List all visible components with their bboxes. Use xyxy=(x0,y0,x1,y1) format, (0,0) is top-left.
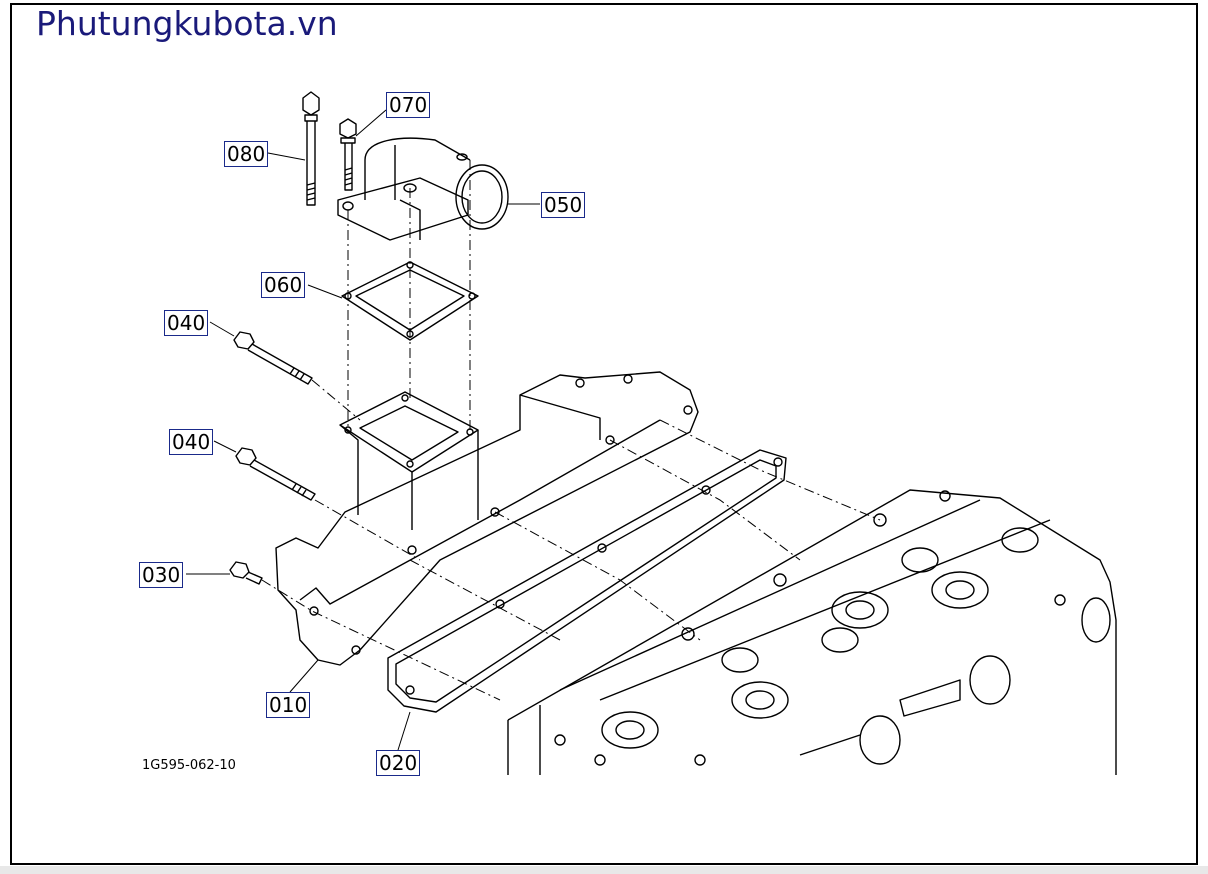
callout-080[interactable]: 080 xyxy=(224,141,269,167)
water-manifold-010 xyxy=(275,371,699,666)
bottom-strip xyxy=(0,866,1208,874)
bolt-030 xyxy=(229,561,263,585)
manifold-gasket-020 xyxy=(387,449,787,713)
bolt-040-upper xyxy=(233,331,313,385)
callout-030[interactable]: 030 xyxy=(139,562,184,588)
drawing-code: 1G595-062-10 xyxy=(142,758,236,773)
leader-lines xyxy=(186,109,540,751)
callout-010[interactable]: 010 xyxy=(266,692,311,718)
assembly-center-lines xyxy=(261,160,881,701)
bolt-070 xyxy=(339,118,357,191)
thermostat-housing-050 xyxy=(337,137,509,241)
bolt-040-lower xyxy=(235,447,316,501)
callout-040-upper[interactable]: 040 xyxy=(164,310,209,336)
callout-020[interactable]: 020 xyxy=(376,750,421,776)
callout-040-lower[interactable]: 040 xyxy=(169,429,214,455)
callout-060[interactable]: 060 xyxy=(261,272,306,298)
bolt-080 xyxy=(302,91,320,206)
callout-070[interactable]: 070 xyxy=(386,92,431,118)
cylinder-head xyxy=(507,489,1117,775)
callout-050[interactable]: 050 xyxy=(541,192,586,218)
site-brand: Phutungkubota.vn xyxy=(36,4,338,43)
